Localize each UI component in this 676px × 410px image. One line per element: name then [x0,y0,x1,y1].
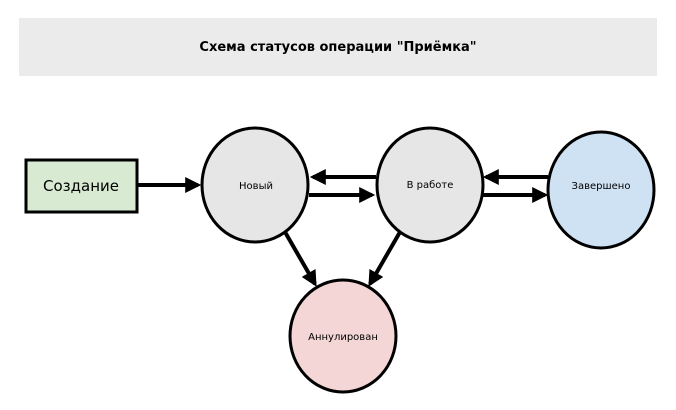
node-inwork [375,126,485,244]
diagram-header: Схема статусов операции "Приёмка" [19,18,657,76]
node-new [200,126,310,244]
label-done: Завершено [572,181,631,192]
arrow-inwork-cancelled [368,231,402,287]
arrow-new-cancelled [283,231,317,287]
node-done [546,130,656,250]
label-cancelled: Аннулирован [308,332,378,343]
diagram-title: Схема статусов операции "Приёмка" [199,39,477,55]
label-create: Создание [43,177,119,195]
node-create [24,158,139,214]
label-new: Новый [239,181,273,192]
label-inwork: В работе [407,180,454,191]
node-cancelled [288,278,398,394]
